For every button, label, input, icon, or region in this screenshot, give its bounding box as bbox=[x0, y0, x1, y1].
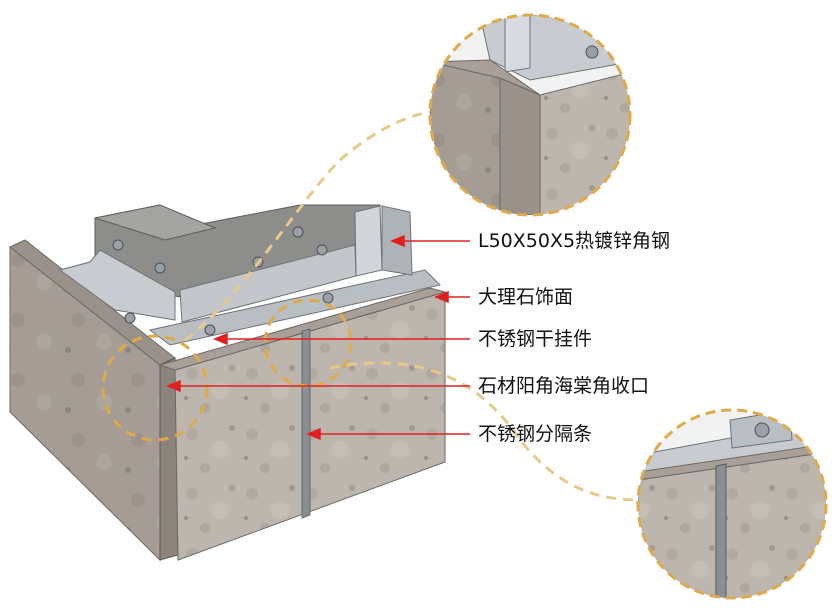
red-arrowhead-icon bbox=[166, 379, 181, 393]
label-stainless-hanger: 不锈钢干挂件 bbox=[478, 328, 593, 350]
label-corner-closure: 石材阳角海棠角收口 bbox=[478, 375, 650, 397]
bottom-detail-view bbox=[636, 408, 828, 600]
label-angle-steel: L50X50X5热镀锌角钢 bbox=[478, 230, 671, 252]
top-detail-view bbox=[428, 13, 632, 217]
label-stainless-separator: 不锈钢分隔条 bbox=[478, 423, 593, 445]
callout-circle-separator bbox=[263, 298, 353, 388]
angle-steel-vertical-right bbox=[354, 205, 383, 277]
red-arrowhead-icon bbox=[434, 290, 449, 304]
label-marble-facing: 大理石饰面 bbox=[478, 286, 574, 308]
stainless-separator-strip bbox=[301, 328, 311, 519]
angle-steel-horizontal bbox=[58, 249, 176, 321]
leader-to-bottom-detail bbox=[329, 361, 641, 502]
top-detail-ring bbox=[428, 13, 632, 217]
angle-steel-front bbox=[148, 269, 441, 346]
red-arrowhead-icon bbox=[390, 234, 405, 248]
red-arrowhead-icon bbox=[306, 427, 321, 441]
concrete-slab-top bbox=[94, 204, 217, 241]
leader-arrows bbox=[166, 234, 470, 441]
front-panel-top-edge bbox=[158, 287, 447, 371]
bottom-detail-ring bbox=[636, 408, 828, 600]
callout-leaders bbox=[184, 110, 641, 502]
callout-markers bbox=[101, 298, 353, 442]
red-arrowhead-icon bbox=[213, 332, 228, 346]
callout-circle-corner bbox=[101, 334, 209, 442]
main-assembly bbox=[9, 204, 447, 562]
leader-to-top-detail bbox=[184, 110, 441, 342]
